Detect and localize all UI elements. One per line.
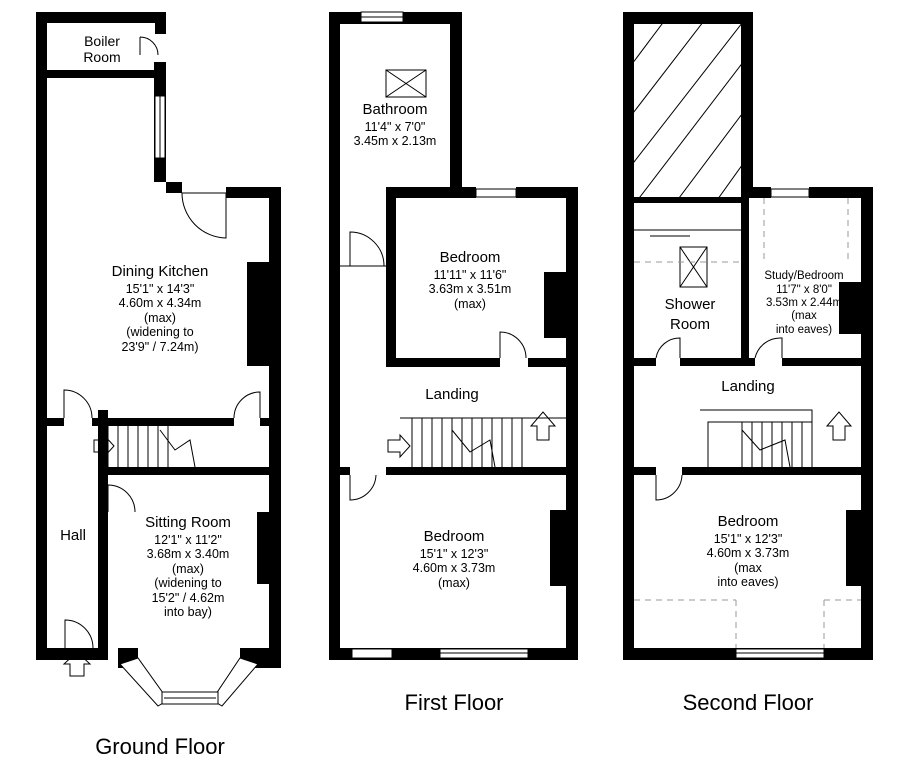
second-bedroom-dimensions: 15'1" x 12'3" 4.60m x 3.73m (max into ea…	[706, 532, 790, 590]
wall	[516, 187, 578, 198]
ground-floor-title: Ground Floor	[95, 734, 225, 759]
first-rear-bedroom-dimensions: 11'11" x 11'6" 3.63m x 3.51m (max)	[428, 268, 512, 311]
second-bedroom-label: Bedroom	[717, 513, 779, 530]
wall	[166, 182, 182, 193]
wall	[782, 358, 873, 366]
arrow-icon	[529, 411, 557, 441]
wall	[36, 12, 166, 23]
eaves-line	[634, 599, 861, 648]
chimney-breast	[846, 510, 861, 586]
door-swing	[655, 337, 681, 359]
chimney-breast	[257, 512, 269, 584]
wall	[623, 12, 753, 24]
wall	[47, 418, 64, 426]
wall	[108, 467, 269, 475]
door-swing	[139, 36, 159, 56]
wall	[36, 648, 98, 660]
first-rear-bedroom-label: Bedroom	[439, 249, 501, 266]
bathroom-label: Bathroom	[362, 101, 428, 118]
skylight	[385, 69, 427, 98]
void-hatch	[634, 24, 741, 197]
door-swing	[340, 231, 386, 267]
chimney-breast	[550, 510, 566, 586]
bathroom-dimensions: 11'4" x 7'0" 3.45m x 2.13m	[353, 120, 437, 149]
wall	[98, 410, 108, 660]
door-swing	[655, 474, 683, 501]
second-landing-label: Landing	[721, 378, 775, 395]
wall	[92, 418, 234, 426]
arrow-icon	[825, 411, 853, 441]
wall	[741, 198, 749, 366]
eaves-line	[763, 198, 849, 262]
door-swing	[499, 331, 527, 359]
door-swing	[754, 337, 783, 359]
wall	[386, 358, 500, 367]
wall	[269, 187, 281, 660]
wall	[749, 358, 755, 366]
wall	[36, 70, 154, 78]
hall-label: Hall	[60, 527, 86, 544]
door-swing	[349, 474, 377, 501]
first-floor-title: First Floor	[404, 690, 504, 715]
wall	[528, 358, 578, 367]
wall	[861, 187, 873, 660]
first-floor-plan	[329, 11, 578, 660]
boiler-room-label: Boiler Room	[83, 33, 121, 66]
staircase	[387, 411, 566, 468]
study-bedroom-dimensions: 11'7" x 8'0" 3.53m x 2.44m (max into eav…	[765, 284, 843, 336]
door-swing	[233, 391, 261, 419]
first-landing-label: Landing	[425, 386, 479, 403]
skylight	[679, 246, 708, 288]
wall	[809, 187, 873, 198]
window	[351, 648, 393, 659]
wall	[386, 187, 476, 198]
wall	[566, 187, 578, 660]
wall	[741, 187, 771, 198]
wall	[680, 358, 749, 366]
dining-kitchen-dimensions: 15'1" x 14'3" 4.60m x 4.34m (max) (widen…	[118, 282, 202, 354]
arrow-icon	[387, 433, 411, 459]
wall	[226, 187, 281, 198]
first-front-bedroom-label: Bedroom	[423, 528, 485, 545]
dining-kitchen-label: Dining Kitchen	[111, 263, 209, 280]
window	[475, 188, 517, 198]
wall	[36, 12, 47, 660]
sitting-room-label: Sitting Room	[145, 514, 231, 531]
wall	[634, 467, 656, 475]
wall	[155, 12, 166, 34]
wall	[386, 187, 396, 367]
door-swing	[63, 389, 93, 419]
wall	[450, 12, 462, 198]
arrow-icon	[62, 651, 92, 677]
ground-floor-plan	[36, 12, 281, 707]
chimney-breast	[247, 262, 269, 366]
wall	[634, 358, 656, 366]
first-front-bedroom-dimensions: 15'1" x 12'3" 4.60m x 3.73m (max)	[412, 547, 496, 590]
wall	[682, 467, 873, 475]
staircase	[700, 409, 853, 468]
second-floor-plan	[623, 12, 873, 660]
bay-window	[119, 657, 259, 707]
wall	[634, 197, 741, 203]
wall	[340, 467, 350, 475]
wall	[386, 467, 578, 475]
wall	[329, 12, 340, 660]
arrow-icon	[93, 433, 115, 459]
chimney-breast	[544, 272, 566, 338]
shower-room-label: Shower Room	[664, 296, 716, 333]
staircase	[93, 426, 196, 468]
window	[770, 188, 810, 198]
door-swing	[107, 484, 136, 513]
door-swing	[181, 192, 227, 239]
wall	[623, 12, 634, 660]
study-bedroom-label: Study/Bedroom	[764, 270, 844, 282]
wall	[741, 12, 753, 198]
door-swing	[64, 619, 94, 649]
chimney-breast	[839, 282, 861, 334]
sitting-room-dimensions: 12'1" x 11'2" 3.68m x 3.40m (max) (widen…	[146, 533, 230, 619]
wall	[260, 418, 269, 426]
second-floor-title: Second Floor	[682, 690, 814, 715]
